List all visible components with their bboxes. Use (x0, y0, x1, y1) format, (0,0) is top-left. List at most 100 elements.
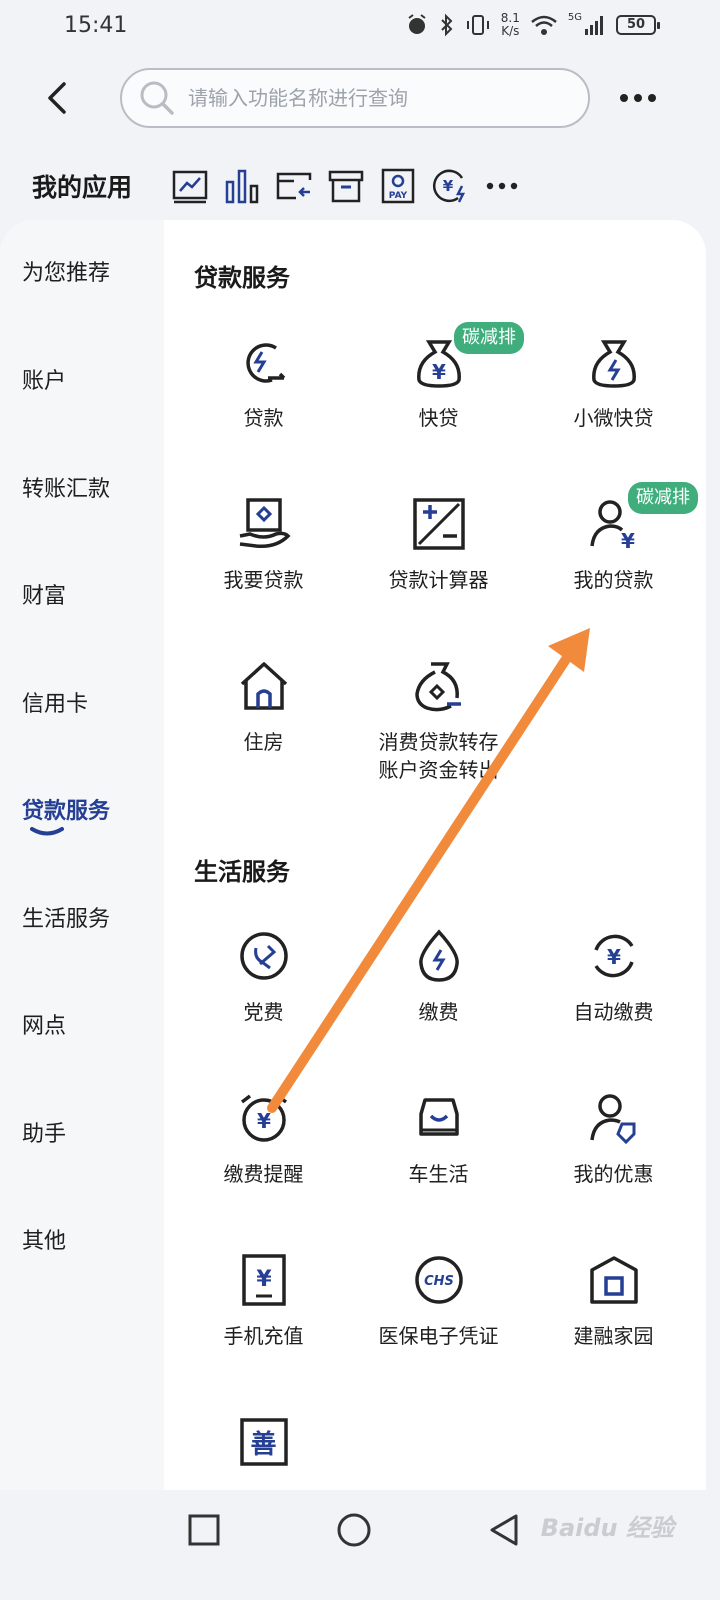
car-icon (418, 1098, 459, 1136)
money-bag-yuan-icon: ¥ (416, 340, 461, 388)
sidebar-item-wealth[interactable]: 财富 (22, 584, 67, 609)
chs-icon: CHS (414, 1256, 463, 1304)
tile-label: 手机充值 (223, 1324, 304, 1348)
vibrate-icon (466, 15, 489, 35)
alarm-icon (408, 14, 426, 34)
sidebar-item-branches[interactable]: 网点 (22, 1014, 67, 1039)
tile-label: 住房 (243, 730, 284, 754)
net-speed: 8.1 K/s (501, 12, 520, 38)
sidebar-item-transfer[interactable]: 转账汇款 (22, 477, 111, 502)
phone-yuan-icon: ¥ (241, 1254, 286, 1306)
my-apps-title: 我的应用 (32, 173, 133, 202)
tile-charity[interactable]: 善 (176, 1414, 351, 1490)
tile-pay-bills[interactable]: 缴费 (351, 928, 526, 1078)
svg-text:¥: ¥ (607, 945, 621, 969)
tile-quick-loan[interactable]: ¥ 快贷 (351, 334, 526, 484)
sidebar-item-assistant[interactable]: 助手 (22, 1122, 67, 1147)
tile-my-offers[interactable]: 我的优惠 (526, 1090, 701, 1240)
more-options-icon[interactable] (618, 86, 658, 110)
svg-text:¥: ¥ (432, 360, 446, 384)
yuan-loan-icon[interactable]: ¥ (432, 168, 468, 204)
watermark: Baidu 经验 (540, 1514, 674, 1542)
tile-label: 我的贷款 (573, 568, 654, 592)
card-icon[interactable] (276, 168, 312, 204)
signal-icon (585, 16, 603, 35)
tile-jianrong-home[interactable]: 建融家园 (526, 1252, 701, 1402)
bar-chart-icon[interactable] (224, 168, 260, 204)
calculator-icon (412, 498, 465, 550)
search-icon (140, 81, 174, 115)
house-icon (240, 662, 287, 710)
charity-icon (239, 1418, 288, 1466)
carbon-badge-quick-loan: 碳减排 (454, 322, 524, 354)
tile-housing[interactable]: 住房 (176, 658, 351, 808)
status-bar: 15:41 8.1 K/s 5G 50 (0, 0, 720, 50)
battery-indicator: 50 (616, 15, 660, 35)
charity-glyph: 善 (250, 1430, 277, 1460)
section-title-loan: 贷款服务 (194, 264, 290, 292)
search-input[interactable] (188, 86, 568, 110)
alarm-yuan-icon: ¥ (240, 1094, 287, 1142)
section-title-life: 生活服务 (194, 858, 290, 886)
tile-label: 缴费提醒 (223, 1162, 304, 1186)
party-icon (239, 932, 288, 980)
recent-apps-icon[interactable] (184, 1510, 224, 1550)
carbon-badge-my-loans: 碳减排 (628, 482, 698, 514)
svg-text:¥: ¥ (621, 529, 635, 552)
category-sidebar: 为您推荐 账户 转账汇款 财富 信用卡 贷款服务 生活服务 网点 助手 其他 (0, 220, 164, 1490)
user-tag-icon (589, 1094, 635, 1145)
back-arrow-icon[interactable] (40, 80, 76, 116)
my-apps-row: 我的应用 PAY ¥ (0, 156, 720, 216)
signal-label: 5G (567, 12, 582, 23)
bluetooth-icon (441, 13, 453, 37)
tile-bill-reminder[interactable]: ¥ 缴费提醒 (176, 1090, 351, 1240)
home-icon[interactable] (334, 1510, 374, 1550)
net-speed-unit: K/s (501, 24, 520, 38)
status-time: 15:41 (64, 12, 128, 38)
sidebar-item-other[interactable]: 其他 (22, 1229, 67, 1254)
header (0, 60, 720, 136)
services-card: 为您推荐 账户 转账汇款 财富 信用卡 贷款服务 生活服务 网点 助手 其他 贷… (0, 220, 706, 1490)
pay-icon[interactable]: PAY (380, 168, 416, 204)
svg-text:¥: ¥ (257, 1109, 271, 1133)
svg-text:¥: ¥ (256, 1267, 272, 1292)
tile-label: 医保电子凭证 (378, 1324, 499, 1348)
sidebar-item-recommend[interactable]: 为您推荐 (22, 261, 111, 286)
chart-icon[interactable] (172, 168, 208, 204)
tile-label: 小微快贷 (573, 406, 654, 430)
archive-icon[interactable] (328, 168, 364, 204)
more-apps-icon[interactable] (484, 168, 520, 204)
tile-party-fee[interactable]: 党费 (176, 928, 351, 1078)
tile-consumer-loan-transfer[interactable]: 消费贷款转存 账户资金转出 (351, 658, 526, 808)
tile-label: 快贷 (418, 406, 459, 430)
drop-bolt-icon (418, 929, 459, 982)
sidebar-item-credit-card[interactable]: 信用卡 (22, 692, 89, 717)
sidebar-item-loan-services[interactable]: 贷款服务 (22, 799, 111, 824)
active-tab-indicator (30, 827, 64, 836)
tile-car-life[interactable]: 车生活 (351, 1090, 526, 1240)
svg-text:PAY: PAY (389, 191, 408, 201)
tile-loan[interactable]: 贷款 (176, 334, 351, 484)
tile-apply-loan[interactable]: 我要贷款 (176, 496, 351, 646)
tile-mobile-topup[interactable]: ¥ 手机充值 (176, 1252, 351, 1402)
tile-label: 我要贷款 (223, 568, 304, 592)
tile-loan-calculator[interactable]: 贷款计算器 (351, 496, 526, 646)
back-icon[interactable] (484, 1510, 524, 1550)
bag-transfer-icon (414, 662, 461, 712)
tile-label: 贷款计算器 (388, 568, 489, 592)
yuan-cycle-icon: ¥ (593, 934, 634, 978)
tile-label: 我的优惠 (573, 1162, 654, 1186)
wifi-icon (531, 15, 557, 35)
system-nav-bar (0, 1490, 720, 1600)
tile-auto-pay[interactable]: ¥ 自动缴费 (526, 928, 701, 1078)
tile-label: 党费 (243, 1000, 284, 1024)
net-speed-value: 8.1 (500, 11, 520, 25)
search-box[interactable] (120, 68, 590, 128)
tile-micro-loan[interactable]: 小微快贷 (526, 334, 701, 484)
sidebar-item-life-services[interactable]: 生活服务 (22, 907, 111, 932)
sidebar-item-account[interactable]: 账户 (22, 369, 67, 394)
tile-label-line2: 账户资金转出 (378, 758, 499, 782)
tile-medical-insurance[interactable]: CHS 医保电子凭证 (351, 1252, 526, 1402)
loan-arrow-icon (245, 343, 285, 383)
tile-my-loans[interactable]: ¥ 我的贷款 (526, 496, 701, 646)
